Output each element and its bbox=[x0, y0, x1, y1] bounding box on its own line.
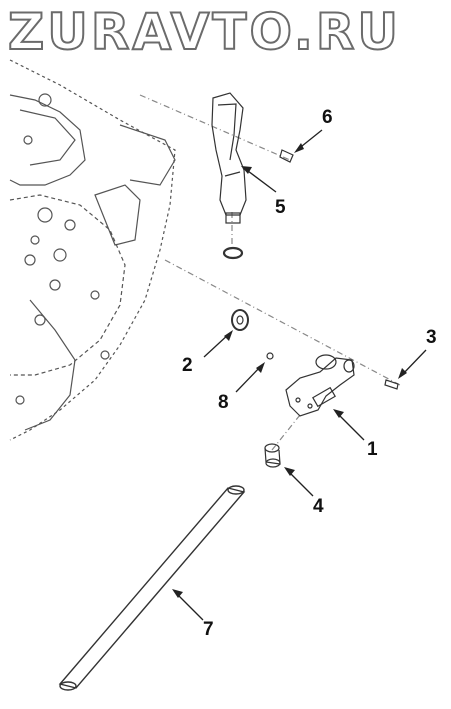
callout-4: 4 bbox=[313, 496, 324, 517]
callout-3: 3 bbox=[426, 327, 437, 348]
transmission-housing bbox=[9, 59, 176, 441]
callout-2: 2 bbox=[182, 355, 193, 376]
callout-6: 6 bbox=[322, 107, 333, 128]
callout-1: 1 bbox=[367, 439, 378, 460]
watermark-logo: ZURAVTO.RU bbox=[7, 2, 401, 62]
arrow-heads bbox=[172, 143, 407, 598]
part-4-bushing bbox=[264, 443, 281, 468]
part-7-rod bbox=[58, 485, 246, 691]
callout-5: 5 bbox=[275, 197, 286, 218]
part-2-washer bbox=[231, 309, 249, 331]
o-ring bbox=[222, 246, 244, 260]
part-6-pin bbox=[279, 149, 294, 163]
callout-7: 7 bbox=[203, 619, 214, 640]
part-3-bolt bbox=[384, 379, 399, 390]
part-1-lever bbox=[285, 354, 355, 417]
assembly-centerlines bbox=[139, 94, 401, 451]
callout-8: 8 bbox=[218, 392, 229, 413]
leader-lines bbox=[174, 129, 427, 621]
part-5-bracket-tube bbox=[211, 92, 247, 224]
part-8-detent bbox=[266, 352, 274, 360]
